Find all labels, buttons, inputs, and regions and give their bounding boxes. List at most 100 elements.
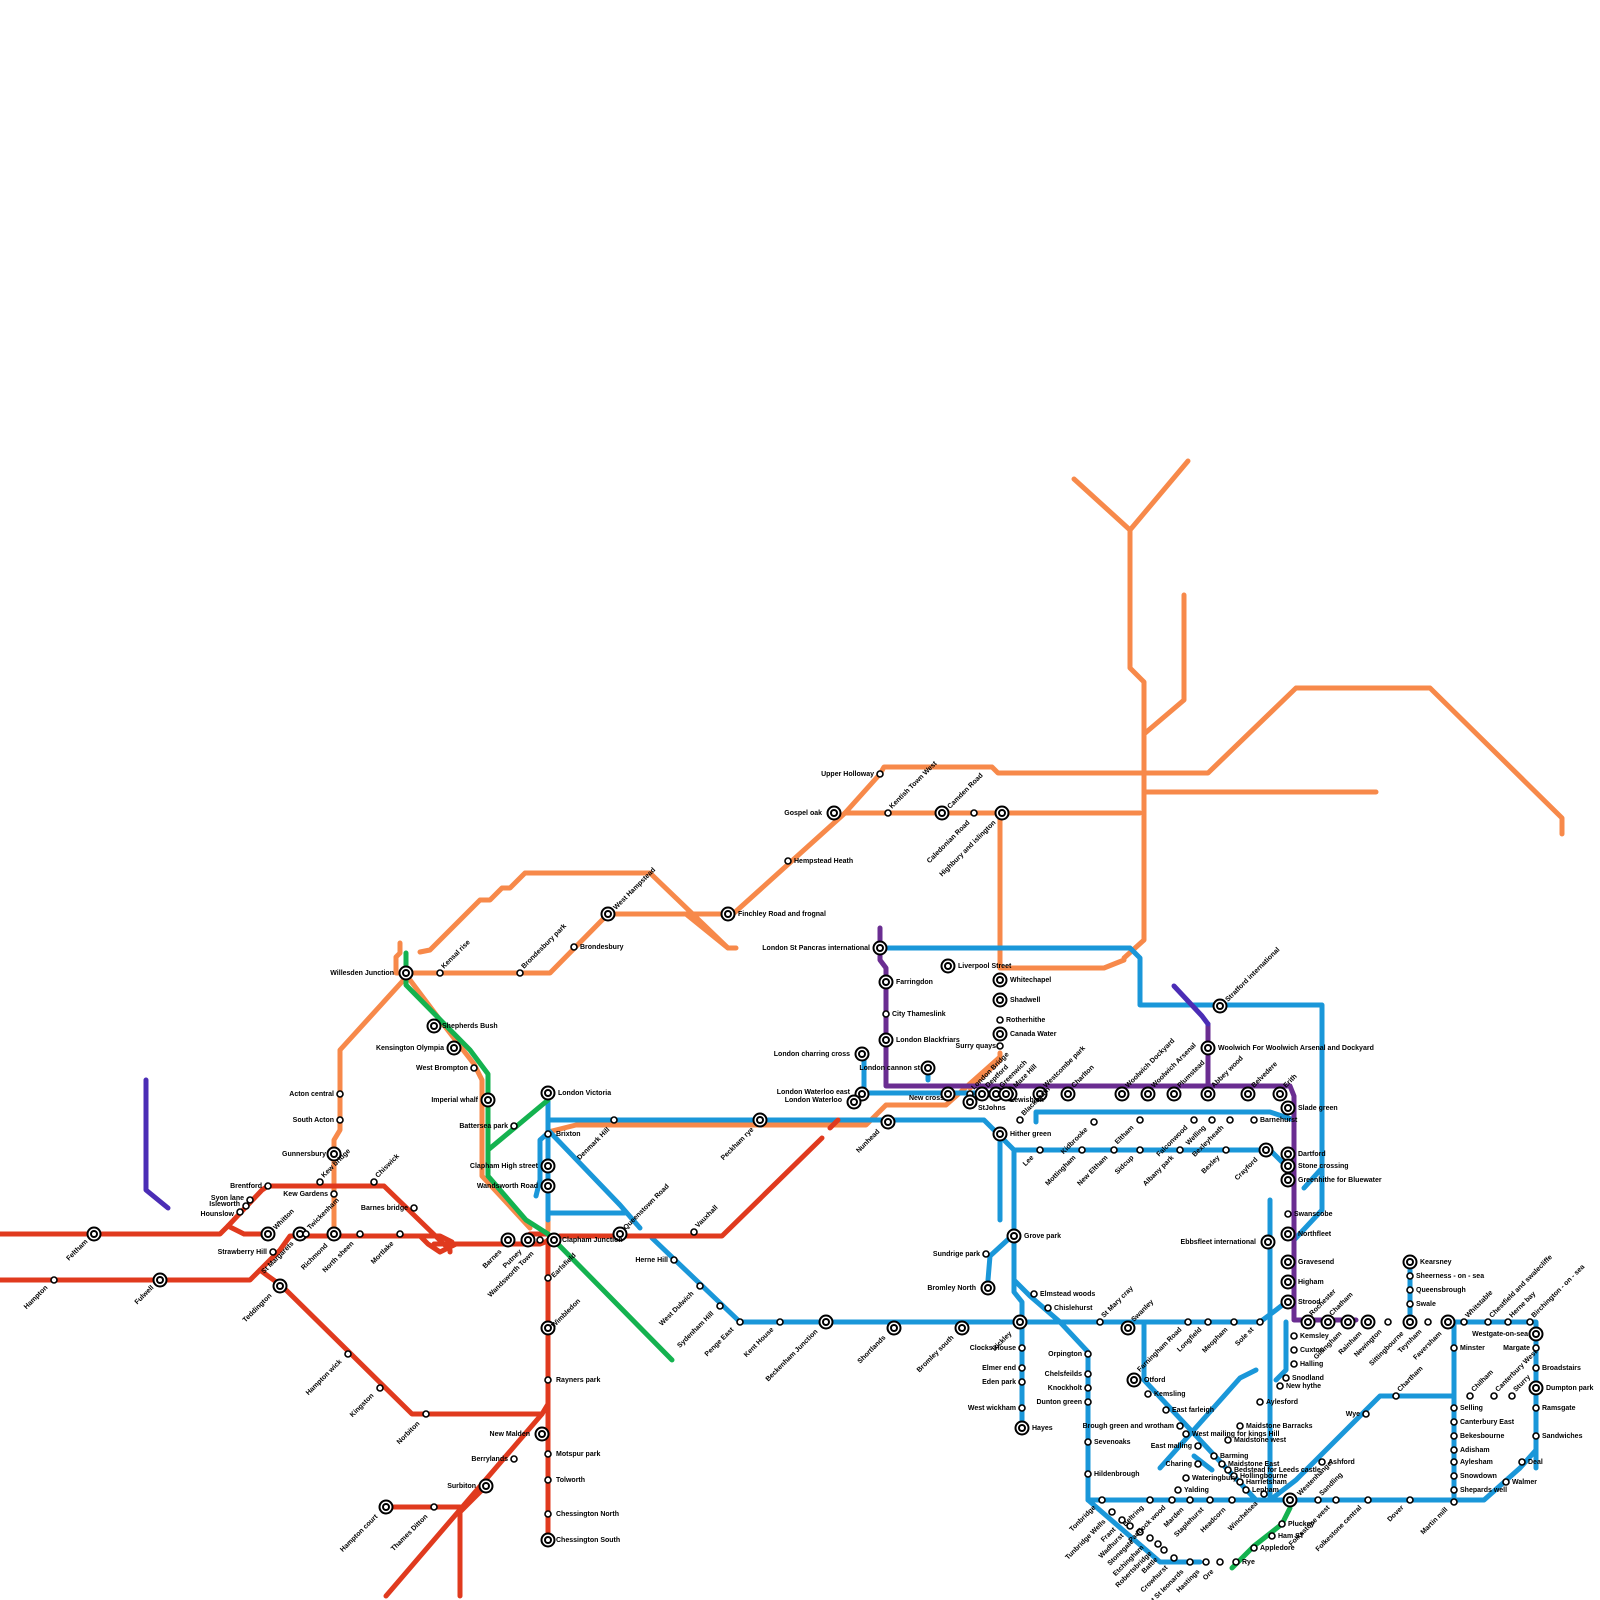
station-brondesbury-park[interactable]: [516, 969, 524, 977]
station-dunton-green[interactable]: [1084, 1398, 1092, 1406]
station-meopham[interactable]: [1230, 1318, 1238, 1326]
station-chiswick[interactable]: [370, 1178, 378, 1186]
station-city-thameslink[interactable]: [882, 1010, 890, 1018]
station-hither-green[interactable]: [992, 1126, 1008, 1142]
station-selling[interactable]: [1450, 1404, 1458, 1412]
station-westenhanger[interactable]: [1282, 1492, 1298, 1508]
station-woolwich-arsenal[interactable]: [1140, 1086, 1156, 1102]
station-kew-gardens[interactable]: [330, 1190, 338, 1198]
station-whitechapel[interactable]: [992, 972, 1008, 988]
station-appledore[interactable]: [1250, 1544, 1258, 1552]
station-stjohns[interactable]: [962, 1094, 978, 1110]
station-adisham[interactable]: [1450, 1446, 1458, 1454]
station-shepherds-bush[interactable]: [426, 1018, 442, 1034]
station-lewisham[interactable]: [998, 1086, 1014, 1102]
station-frant[interactable]: [1118, 1516, 1126, 1524]
station-knockholt[interactable]: [1084, 1384, 1092, 1392]
station-folkestone-west[interactable]: [1332, 1496, 1340, 1504]
station-battersea-park[interactable]: [510, 1122, 518, 1130]
station-falconwood[interactable]: [1190, 1116, 1198, 1124]
station-putney[interactable]: [520, 1232, 536, 1248]
station-rotherhithe[interactable]: [996, 1016, 1004, 1024]
station-broadstairs[interactable]: [1532, 1364, 1540, 1372]
station-london-cannon-st[interactable]: [920, 1060, 936, 1076]
station-herne-hill[interactable]: [670, 1256, 678, 1264]
station-richmond[interactable]: [326, 1226, 342, 1242]
station-barnehurst[interactable]: [1250, 1116, 1258, 1124]
station-woolwich-dockyard[interactable]: [1114, 1086, 1130, 1102]
station-feltham[interactable]: [86, 1226, 102, 1242]
station-farringdon[interactable]: [878, 974, 894, 990]
station-west-wickham[interactable]: [1018, 1404, 1026, 1412]
station-gravesend[interactable]: [1280, 1254, 1296, 1270]
station-penge-east[interactable]: [736, 1318, 744, 1326]
station-teddington[interactable]: [272, 1278, 288, 1294]
station-east-malling[interactable]: [1194, 1442, 1202, 1450]
station-brentford[interactable]: [264, 1182, 272, 1190]
station-minster[interactable]: [1450, 1344, 1458, 1352]
station-brixton[interactable]: [544, 1130, 552, 1138]
station-finchley-road-and-frognal[interactable]: [720, 906, 736, 922]
station-st-margarets[interactable]: [292, 1226, 308, 1242]
station-crowhurst[interactable]: [1170, 1554, 1178, 1562]
station-whitton[interactable]: [260, 1226, 276, 1242]
station-denmark-hill[interactable]: [610, 1116, 618, 1124]
station-chestfield-and-swalecliffe[interactable]: [1484, 1318, 1492, 1326]
station-sandwiches[interactable]: [1532, 1432, 1540, 1440]
station-higham[interactable]: [1280, 1274, 1296, 1290]
station-ebbsfleet-international[interactable]: [1260, 1234, 1276, 1250]
station-imperial-whalf[interactable]: [480, 1092, 496, 1108]
station-chessington-south[interactable]: [540, 1532, 556, 1548]
station-paddock-wood[interactable]: [1168, 1496, 1176, 1504]
station-hempstead-heath[interactable]: [784, 857, 792, 865]
station-sole-st[interactable]: [1256, 1318, 1264, 1326]
station-nunhead[interactable]: [880, 1114, 896, 1130]
station-kingston[interactable]: [376, 1384, 384, 1392]
station-surry-quays[interactable]: [996, 1042, 1004, 1050]
station-lee[interactable]: [1036, 1146, 1044, 1154]
station-ham-st[interactable]: [1268, 1532, 1276, 1540]
station-winchelsea[interactable]: [1260, 1490, 1268, 1498]
station-wimbledon[interactable]: [540, 1320, 556, 1336]
station-beckenham-junction[interactable]: [818, 1314, 834, 1330]
station-london-charring-cross[interactable]: [854, 1046, 870, 1062]
station-swale[interactable]: [1406, 1300, 1414, 1308]
station-ore[interactable]: [1216, 1558, 1224, 1566]
station-canterbury-west[interactable]: [1490, 1392, 1498, 1400]
station-deptford[interactable]: [974, 1086, 990, 1102]
station-strawberry-hill[interactable]: [269, 1248, 277, 1256]
station-bedstead-for-leeds-castle[interactable]: [1224, 1466, 1232, 1474]
station-shadwell[interactable]: [992, 992, 1008, 1008]
station-hastings[interactable]: [1202, 1558, 1210, 1566]
station-chatham[interactable]: [1320, 1314, 1336, 1330]
station-sundrige-park[interactable]: [982, 1250, 990, 1258]
station-westcombe-park[interactable]: [1032, 1086, 1048, 1102]
station-tolworth[interactable]: [544, 1476, 552, 1484]
station-farningham-road[interactable]: [1184, 1318, 1192, 1326]
station-longfield[interactable]: [1204, 1318, 1212, 1326]
station-maidstone-barracks[interactable]: [1236, 1422, 1244, 1430]
station-rochester[interactable]: [1300, 1314, 1316, 1330]
station-faversham[interactable]: [1440, 1314, 1456, 1330]
station-newington[interactable]: [1384, 1318, 1392, 1326]
station-new-hythe[interactable]: [1276, 1382, 1284, 1390]
station-new-malden[interactable]: [534, 1426, 550, 1442]
station-sheerness-on-sea[interactable]: [1406, 1272, 1414, 1280]
station-bekesbourne[interactable]: [1450, 1432, 1458, 1440]
station-hampton[interactable]: [50, 1276, 58, 1284]
station-motspur-park[interactable]: [544, 1450, 552, 1458]
station-sittingbourne[interactable]: [1402, 1314, 1418, 1330]
station-willesden-junction[interactable]: [398, 965, 414, 981]
station-north-sheen[interactable]: [356, 1230, 364, 1238]
station-blackheath[interactable]: [1016, 1116, 1024, 1124]
station-upper-holloway[interactable]: [876, 770, 884, 778]
station-canterbury-east[interactable]: [1450, 1418, 1458, 1426]
station-barnes-bridge[interactable]: [410, 1204, 418, 1212]
station-barming[interactable]: [1210, 1452, 1218, 1460]
station-canada-water[interactable]: [992, 1026, 1008, 1042]
station-mortlake[interactable]: [396, 1230, 404, 1238]
station-gillingham[interactable]: [1340, 1314, 1356, 1330]
station-tonbridge[interactable]: [1098, 1496, 1106, 1504]
station-west-dulwich[interactable]: [696, 1282, 704, 1290]
station-birchington-on-sea[interactable]: [1526, 1318, 1534, 1326]
